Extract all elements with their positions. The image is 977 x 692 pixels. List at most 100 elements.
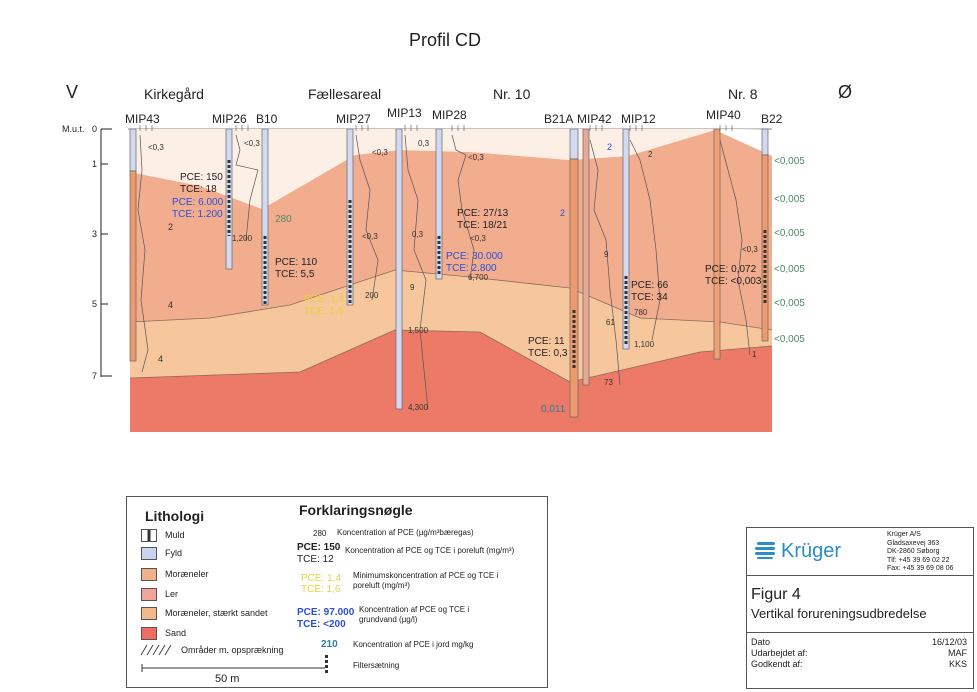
approved-by-label: Godkendt af: bbox=[751, 659, 803, 669]
mip26-tce: TCE: 18 bbox=[180, 184, 217, 195]
layer-sand bbox=[130, 330, 772, 432]
mip26-pce-groundwater: PCE: 6.000 bbox=[172, 197, 224, 208]
value-label: <0,3 bbox=[470, 234, 486, 243]
swatch-sand bbox=[141, 627, 157, 640]
value-label: 2 bbox=[648, 150, 653, 159]
b22-value: <0,005 bbox=[774, 264, 805, 275]
swatch-moraeneler bbox=[141, 568, 157, 581]
mip27-pce-minimum: PCE: 1,4 bbox=[304, 294, 345, 305]
area-label-nr8: Nr. 8 bbox=[728, 86, 758, 102]
value-label: 73 bbox=[604, 378, 613, 387]
depth-tick-0: 0 bbox=[92, 124, 98, 134]
legend-item-cracks: Områder m. opsprækning bbox=[181, 645, 284, 655]
swatch-sandy-clay bbox=[141, 607, 157, 620]
kruger-logo-icon bbox=[755, 542, 775, 559]
mip26-pce: PCE: 150 bbox=[180, 172, 223, 183]
key-text-soilgas: Koncentration af PCE (µg/m³bæregas) bbox=[337, 528, 474, 537]
key-value-tce-groundwater: TCE: <200 bbox=[297, 619, 346, 630]
depth-tick-3: 3 bbox=[92, 229, 98, 239]
value-label: 2 bbox=[560, 208, 566, 218]
b22-value: <0,005 bbox=[774, 298, 805, 309]
value-label: 4 bbox=[168, 300, 174, 310]
swatch-ler bbox=[141, 588, 157, 601]
legend-panel: Lithologi Muld Fyld Moræneler Ler Moræne… bbox=[126, 496, 548, 688]
key-text-filter: Filtersætning bbox=[353, 661, 400, 670]
well-label-mip42: MIP42 bbox=[577, 112, 612, 126]
b21a-soil: 0,011 bbox=[541, 404, 566, 415]
well-label-mip40: MIP40 bbox=[706, 108, 741, 122]
mip28-pce: PCE: 27/13 bbox=[457, 208, 509, 219]
key-value-pce-poreluft: PCE: 150 bbox=[297, 542, 341, 553]
legend-item-ler: Ler bbox=[165, 589, 179, 599]
approved-by-value: KKS bbox=[948, 659, 967, 669]
legend-item-sandy-clay: Moræneler, stærkt sandet bbox=[165, 608, 268, 618]
value-label: 2 bbox=[168, 222, 174, 232]
value-label: 1,500 bbox=[408, 326, 429, 335]
value-label: <0,3 bbox=[362, 232, 378, 241]
b10-tce: TCE: 5,5 bbox=[275, 269, 315, 280]
prepared-by-value: MAF bbox=[948, 648, 967, 658]
key-title: Forklaringsnøgle bbox=[299, 502, 413, 518]
legend-item-sand: Sand bbox=[165, 628, 187, 638]
key-value-tce-poreluft: TCE: 12 bbox=[297, 554, 334, 565]
title-block: Krüger Krüger A/S Gladsaxevej 363 DK-286… bbox=[746, 527, 974, 689]
figure-caption: Vertikal forureningsudbredelse bbox=[751, 606, 927, 621]
area-label-nr10: Nr. 10 bbox=[493, 86, 531, 102]
well-label-mip13: MIP13 bbox=[387, 106, 422, 120]
company-logo: Krüger bbox=[781, 540, 842, 562]
mip40-tce: TCE: <0,003 bbox=[705, 276, 762, 287]
value-label: 2 bbox=[607, 142, 613, 152]
date-value: 16/12/03 bbox=[931, 637, 967, 647]
well-label-b21a: B21A bbox=[544, 112, 574, 126]
area-label-faellesareal: Fællesareal bbox=[308, 86, 382, 102]
mip-traces bbox=[137, 134, 751, 411]
direction-west-label: V bbox=[66, 82, 79, 102]
mip-top-ticks bbox=[139, 125, 733, 131]
b22-value: <0,005 bbox=[774, 334, 805, 345]
value-label: 1 bbox=[752, 350, 757, 359]
key-text-minimum: Minimumskoncentration af PCE og TCE i po… bbox=[353, 571, 499, 590]
value-label: 6,700 bbox=[468, 273, 489, 282]
layer-clay-till bbox=[130, 130, 772, 330]
value-label: 4,300 bbox=[408, 403, 429, 412]
b22-value: <0,005 bbox=[774, 156, 805, 167]
value-label: 1,100 bbox=[634, 340, 655, 349]
value-label: 9 bbox=[410, 283, 415, 292]
depth-tick-5: 5 bbox=[92, 299, 98, 309]
well-label-b10: B10 bbox=[256, 112, 278, 126]
well-label-mip27: MIP27 bbox=[336, 112, 371, 126]
key-text-groundwater: Koncentration af PCE og TCE i grundvand … bbox=[359, 605, 470, 624]
filter-screen-icon bbox=[325, 655, 328, 675]
value-label: 9 bbox=[604, 250, 609, 259]
well-label-mip43: MIP43 bbox=[125, 112, 160, 126]
value-label: <0,3 bbox=[742, 245, 758, 254]
area-label-kirkegaard: Kirkegård bbox=[144, 86, 204, 102]
value-label: 0,3 bbox=[418, 139, 430, 148]
legend-item-muld: Muld bbox=[165, 530, 185, 540]
divider bbox=[747, 632, 973, 633]
depth-axis-label: M.u.t. bbox=[62, 124, 85, 134]
legend-item-fyld: Fyld bbox=[165, 548, 183, 558]
key-value-tce-minimum: TCE: 1,6 bbox=[301, 584, 341, 595]
value-label: <0,3 bbox=[148, 143, 164, 152]
b22-value: <0,005 bbox=[774, 228, 805, 239]
filter-screens bbox=[227, 160, 767, 370]
swatch-fyld bbox=[141, 547, 157, 560]
depth-axis-ticks bbox=[101, 128, 112, 377]
mip12-pce: PCE: 66 bbox=[631, 280, 669, 291]
value-label: <0,3 bbox=[372, 148, 388, 157]
key-value-pce-minimum: PCE: 1,4 bbox=[301, 573, 342, 584]
prepared-by-label: Udarbejdet af: bbox=[751, 648, 808, 658]
swatch-muld bbox=[141, 529, 157, 542]
b21a-tce: TCE: 0,3 bbox=[528, 348, 568, 359]
direction-east-label: Ø bbox=[838, 82, 853, 102]
key-text-soil: Koncentration af PCE i jord mg/kg bbox=[353, 640, 474, 649]
mip40-pce: PCE: 0,072 bbox=[705, 264, 757, 275]
value-label: 4 bbox=[158, 354, 164, 364]
key-value-280: 280 bbox=[313, 529, 327, 538]
profile-title: Profil CD bbox=[408, 30, 481, 50]
layer-fill-top bbox=[130, 129, 772, 209]
scale-bar bbox=[141, 664, 328, 672]
mip12-tce: TCE: 34 bbox=[631, 292, 668, 303]
